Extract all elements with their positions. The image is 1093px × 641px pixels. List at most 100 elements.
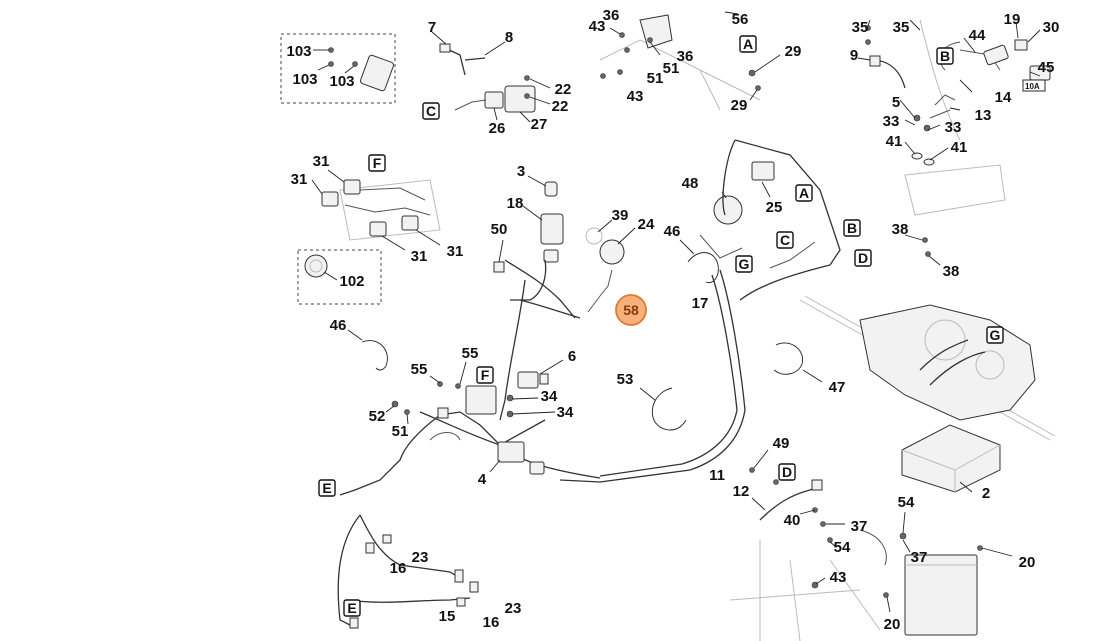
ref-box-A[interactable]: A	[795, 184, 813, 202]
part-label-20[interactable]: 20	[1019, 554, 1036, 571]
ref-box-F[interactable]: F	[476, 366, 494, 384]
part-label-17[interactable]: 17	[692, 295, 709, 312]
part-label-51[interactable]: 51	[663, 60, 680, 77]
svg-text:E: E	[322, 480, 331, 496]
part-label-39[interactable]: 39	[612, 207, 629, 224]
part-label-5[interactable]: 5	[892, 94, 900, 111]
part-label-33[interactable]: 33	[883, 113, 900, 130]
part-label-102[interactable]: 102	[339, 273, 364, 290]
part-label-26[interactable]: 26	[489, 120, 506, 137]
part-label-45[interactable]: 45	[1038, 59, 1055, 76]
part-label-30[interactable]: 30	[1043, 19, 1060, 36]
part-label-4[interactable]: 4	[478, 471, 487, 488]
part-label-103[interactable]: 103	[292, 71, 317, 88]
part-label-51[interactable]: 51	[647, 70, 664, 87]
part-label-43[interactable]: 43	[627, 88, 644, 105]
part-label-2[interactable]: 2	[982, 485, 990, 502]
part-label-31[interactable]: 31	[313, 153, 330, 170]
part-label-6[interactable]: 6	[568, 348, 576, 365]
part-label-14[interactable]: 14	[995, 89, 1012, 106]
svg-text:C: C	[426, 103, 436, 119]
part-label-12[interactable]: 12	[733, 483, 750, 500]
ref-box-C[interactable]: C	[776, 231, 794, 249]
part-label-13[interactable]: 13	[975, 107, 992, 124]
part-label-36[interactable]: 36	[677, 48, 694, 65]
part-label-35[interactable]: 35	[852, 19, 869, 36]
chassis-ghost	[339, 19, 1006, 641]
ref-box-F[interactable]: F	[368, 154, 386, 172]
highlight-part-58[interactable]: 58	[615, 294, 647, 326]
part-label-29[interactable]: 29	[731, 97, 748, 114]
part-label-3[interactable]: 3	[517, 163, 525, 180]
part-label-52[interactable]: 52	[369, 408, 386, 425]
part-label-41[interactable]: 41	[886, 133, 903, 150]
part-label-103[interactable]: 103	[329, 73, 354, 90]
ref-box-D[interactable]: D	[854, 249, 872, 267]
part-label-40[interactable]: 40	[784, 512, 801, 529]
ref-box-E[interactable]: E	[343, 599, 361, 617]
part-label-23[interactable]: 23	[505, 600, 522, 617]
part-label-22[interactable]: 22	[552, 98, 569, 115]
ref-box-A[interactable]: A	[739, 35, 757, 53]
part-label-16[interactable]: 16	[483, 614, 500, 631]
part-label-31[interactable]: 31	[447, 243, 464, 260]
ref-box-C[interactable]: C	[422, 102, 440, 120]
part-label-50[interactable]: 50	[491, 221, 508, 238]
part-label-31[interactable]: 31	[411, 248, 428, 265]
part-label-18[interactable]: 18	[507, 195, 524, 212]
part-label-43[interactable]: 43	[589, 18, 606, 35]
part-label-27[interactable]: 27	[531, 116, 548, 133]
part-label-46[interactable]: 46	[330, 317, 347, 334]
part-label-31[interactable]: 31	[291, 171, 308, 188]
part-label-20[interactable]: 20	[884, 616, 901, 633]
part-label-8[interactable]: 8	[505, 29, 513, 46]
ref-box-E[interactable]: E	[318, 479, 336, 497]
svg-text:D: D	[858, 250, 868, 266]
part-label-37[interactable]: 37	[911, 549, 928, 566]
part-label-7[interactable]: 7	[428, 19, 436, 36]
part-label-49[interactable]: 49	[773, 435, 790, 452]
ref-box-B[interactable]: B	[936, 47, 954, 65]
ref-box-B[interactable]: B	[843, 219, 861, 237]
part-label-38[interactable]: 38	[892, 221, 909, 238]
part-label-34[interactable]: 34	[541, 388, 558, 405]
part-label-22[interactable]: 22	[555, 81, 572, 98]
part-label-54[interactable]: 54	[898, 494, 915, 511]
part-label-16[interactable]: 16	[390, 560, 407, 577]
part-label-24[interactable]: 24	[638, 216, 655, 233]
part-label-55[interactable]: 55	[411, 361, 428, 378]
part-label-11[interactable]: 11	[709, 467, 725, 484]
part-label-25[interactable]: 25	[766, 199, 783, 216]
part-label-46[interactable]: 46	[664, 223, 681, 240]
part-label-37[interactable]: 37	[851, 518, 868, 535]
part-label-54[interactable]: 54	[834, 539, 851, 556]
part-label-44[interactable]: 44	[969, 27, 986, 44]
part-label-38[interactable]: 38	[943, 263, 960, 280]
part-label-103[interactable]: 103	[286, 43, 311, 60]
part-label-33[interactable]: 33	[945, 119, 962, 136]
part-label-9[interactable]: 9	[850, 47, 858, 64]
ref-box-G[interactable]: G	[735, 255, 753, 273]
svg-text:F: F	[481, 367, 490, 383]
part-label-43[interactable]: 43	[830, 569, 847, 586]
part-label-36[interactable]: 36	[603, 7, 620, 24]
part-label-48[interactable]: 48	[682, 175, 699, 192]
part-label-15[interactable]: 15	[439, 608, 456, 625]
ref-box-D[interactable]: D	[778, 463, 796, 481]
part-label-23[interactable]: 23	[412, 549, 429, 566]
part-label-53[interactable]: 53	[617, 371, 634, 388]
part-label-55[interactable]: 55	[462, 345, 479, 362]
ref-box-G[interactable]: G	[986, 326, 1004, 344]
part-label-47[interactable]: 47	[829, 379, 846, 396]
part-label-34[interactable]: 34	[557, 404, 574, 421]
part-label-56[interactable]: 56	[732, 11, 749, 28]
part-label-35[interactable]: 35	[893, 19, 910, 36]
part-label-19[interactable]: 19	[1004, 11, 1021, 28]
svg-text:A: A	[799, 185, 809, 201]
bracket-group-7-8	[431, 31, 551, 123]
part-label-29[interactable]: 29	[785, 43, 802, 60]
part-label-41[interactable]: 41	[951, 139, 968, 156]
part-label-51[interactable]: 51	[392, 423, 409, 440]
